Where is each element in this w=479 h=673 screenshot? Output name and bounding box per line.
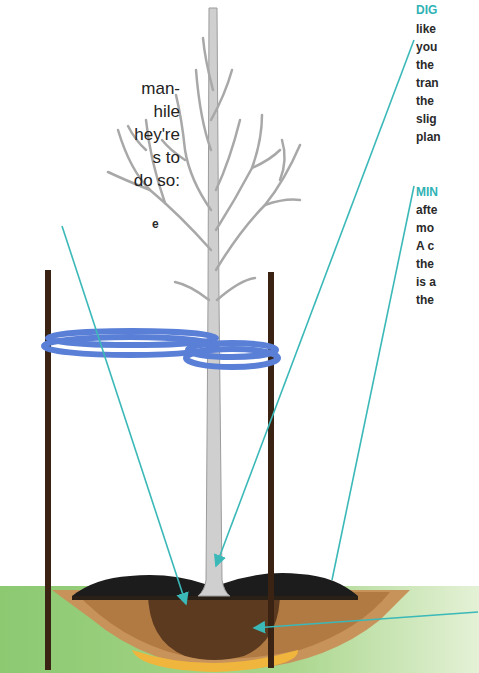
leader-line bbox=[62, 40, 478, 628]
callout-text: mo bbox=[416, 222, 434, 234]
support-stake bbox=[268, 272, 274, 668]
callout-heading: DIG bbox=[416, 4, 437, 16]
mulch bbox=[72, 575, 205, 596]
callout-text: you bbox=[416, 41, 437, 53]
callout-text: slig bbox=[416, 113, 437, 125]
tree-branches bbox=[108, 38, 300, 300]
callout-text: plan bbox=[416, 131, 441, 143]
callout-heading: MIN bbox=[416, 186, 438, 198]
mulch bbox=[222, 573, 358, 596]
callout-text: the bbox=[416, 95, 434, 107]
ground bbox=[0, 586, 479, 673]
intro-text: hile bbox=[154, 103, 180, 120]
callout-text: the bbox=[416, 59, 434, 71]
callout-text: the bbox=[416, 258, 434, 270]
callout-text: the bbox=[416, 294, 434, 306]
intro-text: hey're bbox=[134, 126, 180, 143]
intro-text: man- bbox=[141, 80, 180, 97]
callout-text: A c bbox=[416, 240, 434, 252]
tree-trunk bbox=[198, 8, 230, 596]
intro-text: do so: bbox=[134, 172, 180, 189]
callout-text: e bbox=[152, 218, 159, 230]
support-stake bbox=[45, 270, 51, 670]
intro-text: s to bbox=[153, 149, 180, 166]
callout-text: afte bbox=[416, 204, 437, 216]
callout-text: is a bbox=[416, 276, 436, 288]
callout-text: like bbox=[416, 23, 436, 35]
callout-text: tran bbox=[416, 77, 439, 89]
tree-tie bbox=[44, 331, 278, 367]
soil-surface bbox=[72, 596, 358, 600]
